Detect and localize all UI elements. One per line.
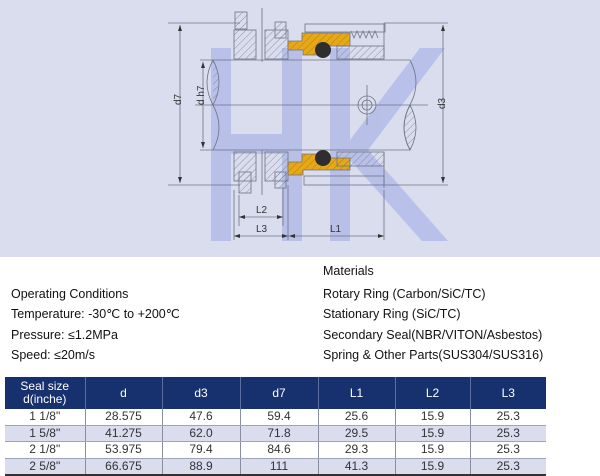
cell-d3: 79.4 <box>161 441 240 459</box>
column-header-d: d <box>84 377 162 409</box>
seal-drawing: d7 d h7 d3 L2 L3 L1 <box>0 0 600 257</box>
material-rotary-ring: Rotary Ring (Carbon/SiC/TC) <box>323 287 486 301</box>
lower-seal-assembly <box>233 150 385 195</box>
material-stationary-ring: Stationary Ring (SiC/TC) <box>323 307 461 321</box>
table-row: 2 5/8" 66.675 88.9 111 41.3 15.9 25.3 <box>5 458 546 476</box>
dim-label-d7: d7 <box>173 93 184 105</box>
table-row: 1 1/8" 28.575 47.6 59.4 25.6 15.9 25.3 <box>5 409 546 426</box>
seal-cross-section: d7 d h7 d3 L2 L3 L1 <box>168 8 448 241</box>
dim-label-d3: d3 <box>437 97 448 109</box>
cell-L2: 15.9 <box>394 441 470 459</box>
column-header-d3: d3 <box>161 377 240 409</box>
cell-d3: 47.6 <box>161 409 240 426</box>
dim-label-dh7: d h7 <box>196 85 207 105</box>
watermark-hk <box>211 48 448 241</box>
cell-L2: 15.9 <box>394 409 470 426</box>
cell-d: 66.675 <box>84 458 162 476</box>
dim-label-L2: L2 <box>256 205 268 216</box>
materials-title: Materials <box>323 264 374 278</box>
operating-conditions-title: Operating Conditions <box>11 287 129 301</box>
upper-seal-assembly <box>233 8 386 62</box>
seal-size-table: Seal size d(inche) d d3 d7 L1 L2 L3 1 1/… <box>5 377 546 476</box>
table-row: 2 1/8" 53.975 79.4 84.6 29.3 15.9 25.3 <box>5 441 546 459</box>
cell-d7: 59.4 <box>239 409 318 426</box>
cell-d7: 111 <box>239 458 318 476</box>
column-header-L1: L1 <box>317 377 395 409</box>
material-spring-other-parts: Spring & Other Parts(SUS304/SUS316) <box>323 348 544 362</box>
table-row: 1 5/8" 41.275 62.0 71.8 29.5 15.9 25.3 <box>5 425 546 442</box>
cell-L1: 29.3 <box>317 441 395 459</box>
dim-label-L1: L1 <box>330 224 342 235</box>
cell-d7: 71.8 <box>239 425 318 442</box>
cell-seal-size: 2 1/8" <box>5 441 85 459</box>
cell-d: 53.975 <box>84 441 162 459</box>
dimension-lines <box>168 22 448 240</box>
cell-d7: 84.6 <box>239 441 318 459</box>
cell-L2: 15.9 <box>394 458 470 476</box>
cell-L3: 25.3 <box>469 458 546 476</box>
column-header-seal-size: Seal size d(inche) <box>5 377 85 409</box>
operating-condition-pressure: Pressure: ≤1.2MPa <box>11 328 118 342</box>
cell-L1: 25.6 <box>317 409 395 426</box>
cell-L1: 41.3 <box>317 458 395 476</box>
cell-L3: 25.3 <box>469 409 546 426</box>
operating-condition-temperature: Temperature: -30℃ to +200℃ <box>11 307 180 321</box>
material-secondary-seal: Secondary Seal(NBR/VITON/Asbestos) <box>323 328 543 342</box>
cell-seal-size: 2 5/8" <box>5 458 85 476</box>
cell-L1: 29.5 <box>317 425 395 442</box>
cell-seal-size: 1 1/8" <box>5 409 85 426</box>
cell-L3: 25.3 <box>469 441 546 459</box>
column-header-L3: L3 <box>469 377 546 409</box>
cell-d: 28.575 <box>84 409 162 426</box>
cell-d3: 62.0 <box>161 425 240 442</box>
cell-d3: 88.9 <box>161 458 240 476</box>
shaft <box>195 59 428 151</box>
table-header-row: Seal size d(inche) d d3 d7 L1 L2 L3 <box>5 377 546 409</box>
cell-L2: 15.9 <box>394 425 470 442</box>
cell-d: 41.275 <box>84 425 162 442</box>
cell-L3: 25.3 <box>469 425 546 442</box>
operating-condition-speed: Speed: ≤20m/s <box>11 348 95 362</box>
column-header-L2: L2 <box>394 377 470 409</box>
dim-label-L3: L3 <box>256 224 268 235</box>
column-header-d7: d7 <box>239 377 318 409</box>
cell-seal-size: 1 5/8" <box>5 425 85 442</box>
